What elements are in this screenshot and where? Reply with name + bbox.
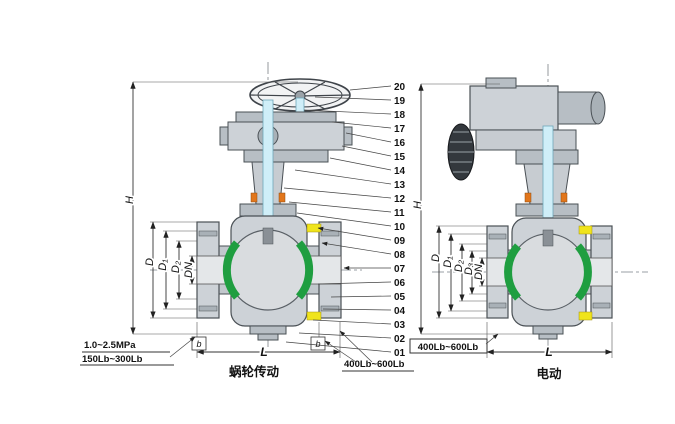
- actuator-handwheel: [447, 123, 475, 181]
- stem-slot: [542, 229, 554, 247]
- packing-left: [250, 192, 258, 203]
- flange-bolt: [198, 305, 218, 312]
- dim-box-b-left-flange: [191, 336, 207, 351]
- valve-body-left: [196, 215, 342, 341]
- callout-01: 01: [394, 348, 406, 359]
- dim-label-H-left: H: [124, 196, 136, 204]
- callout-10: 10: [394, 222, 406, 233]
- rating-labels-right: 400Lb~600Lb 电动: [409, 333, 562, 381]
- class-rating-high-label: 400Lb~600Lb: [344, 359, 405, 370]
- dim-label-DN-left: DN: [183, 262, 195, 278]
- class-rating-low-label: 150Lb~300Lb: [82, 354, 143, 365]
- right-valve: H D D₁ D₂ D₃ DN L: [409, 64, 648, 381]
- flange-bolt: [320, 305, 340, 312]
- class-rating-box: [409, 338, 488, 354]
- seat-retainer-bottom: [578, 311, 593, 321]
- dim-label-b-right: b: [315, 339, 320, 349]
- callout-17: 17: [394, 124, 406, 135]
- dim-label-b-left: b: [196, 339, 201, 349]
- callout-03: 03: [394, 320, 406, 331]
- flange-bolt: [488, 233, 507, 240]
- callout-07: 07: [394, 264, 406, 275]
- flange-bolt: [592, 233, 611, 240]
- worm-gearbox: [219, 111, 353, 163]
- actuator-motor: [557, 91, 597, 125]
- callout-12: 12: [394, 194, 406, 205]
- callout-14: 14: [394, 166, 406, 177]
- callout-18: 18: [394, 110, 406, 121]
- seat-retainer-bottom: [306, 311, 322, 321]
- left-valve: H D D₁ D₂ DN L b b: [80, 62, 414, 379]
- stem-slot: [262, 227, 274, 245]
- callout-11: 11: [394, 208, 405, 219]
- callout-02: 02: [394, 334, 406, 345]
- packing-right: [560, 192, 568, 203]
- callout-06: 06: [394, 278, 406, 289]
- callout-19: 19: [394, 96, 406, 107]
- dim-label-L-left: L: [260, 345, 267, 359]
- flange-bolt: [198, 230, 218, 237]
- drive-type-label-left: 蜗轮传动: [229, 364, 280, 379]
- callout-08: 08: [394, 250, 406, 261]
- seat-ring-upstream: [222, 240, 241, 300]
- flange-bolt: [320, 230, 340, 237]
- seat-ring-downstream: [295, 240, 314, 300]
- seat-retainer-top: [578, 225, 593, 235]
- dim-label-DN-right: DN: [473, 264, 485, 280]
- dim-label-D2-left: D₂: [170, 260, 182, 273]
- flange-bolt: [488, 302, 507, 309]
- dim-label-D-right: D: [430, 254, 442, 262]
- seat-ring-upstream: [504, 243, 522, 301]
- dim-label-L-right: L: [545, 345, 552, 359]
- callout-13: 13: [394, 180, 406, 191]
- class-rating-label-right: 400Lb~600Lb: [418, 342, 479, 353]
- packing-right: [278, 192, 286, 203]
- handwheel: [249, 78, 351, 115]
- rating-labels-left: 1.0~2.5MPa 150Lb~300Lb 400Lb~600Lb 蜗轮传动: [80, 330, 414, 379]
- dimensions-left: H D D₁ D₂ DN L b b: [122, 81, 341, 361]
- seat-ring-downstream: [574, 243, 592, 301]
- dim-label-D1-right: D₁: [442, 256, 454, 268]
- packing-left: [524, 192, 532, 203]
- dim-label-D2-right: D₂: [453, 259, 465, 272]
- drain-plug: [538, 333, 558, 340]
- valve-body-right: [486, 217, 613, 340]
- flange-bolt: [592, 302, 611, 309]
- motor-end-cap: [590, 91, 606, 125]
- callout-09: 09: [394, 236, 406, 247]
- drain-boss: [532, 325, 564, 335]
- part-callouts: 20 19 18 17 16 15 14 13 12 11 10 09 08 0…: [283, 82, 406, 359]
- dim-label-D1-left: D₁: [157, 259, 169, 271]
- callout-04: 04: [394, 306, 406, 317]
- drain-plug: [257, 333, 279, 341]
- dimensions-right: H D D₁ D₂ D₃ DN L: [410, 83, 613, 361]
- callout-leader-lines: [283, 85, 392, 353]
- electric-actuator: [447, 77, 606, 181]
- callout-20: 20: [394, 82, 406, 93]
- dim-label-D-left: D: [144, 258, 156, 266]
- callout-16: 16: [394, 138, 406, 149]
- dim-label-H-right: H: [412, 201, 424, 209]
- drive-type-label-right: 电动: [536, 366, 562, 381]
- dim-label-D3-right: D₃: [463, 262, 475, 275]
- callout-05: 05: [394, 292, 406, 303]
- bonnet-yoke-left: [239, 161, 297, 217]
- drain-boss: [249, 325, 287, 335]
- callout-15: 15: [394, 152, 406, 163]
- pressure-rating-label: 1.0~2.5MPa: [84, 340, 136, 351]
